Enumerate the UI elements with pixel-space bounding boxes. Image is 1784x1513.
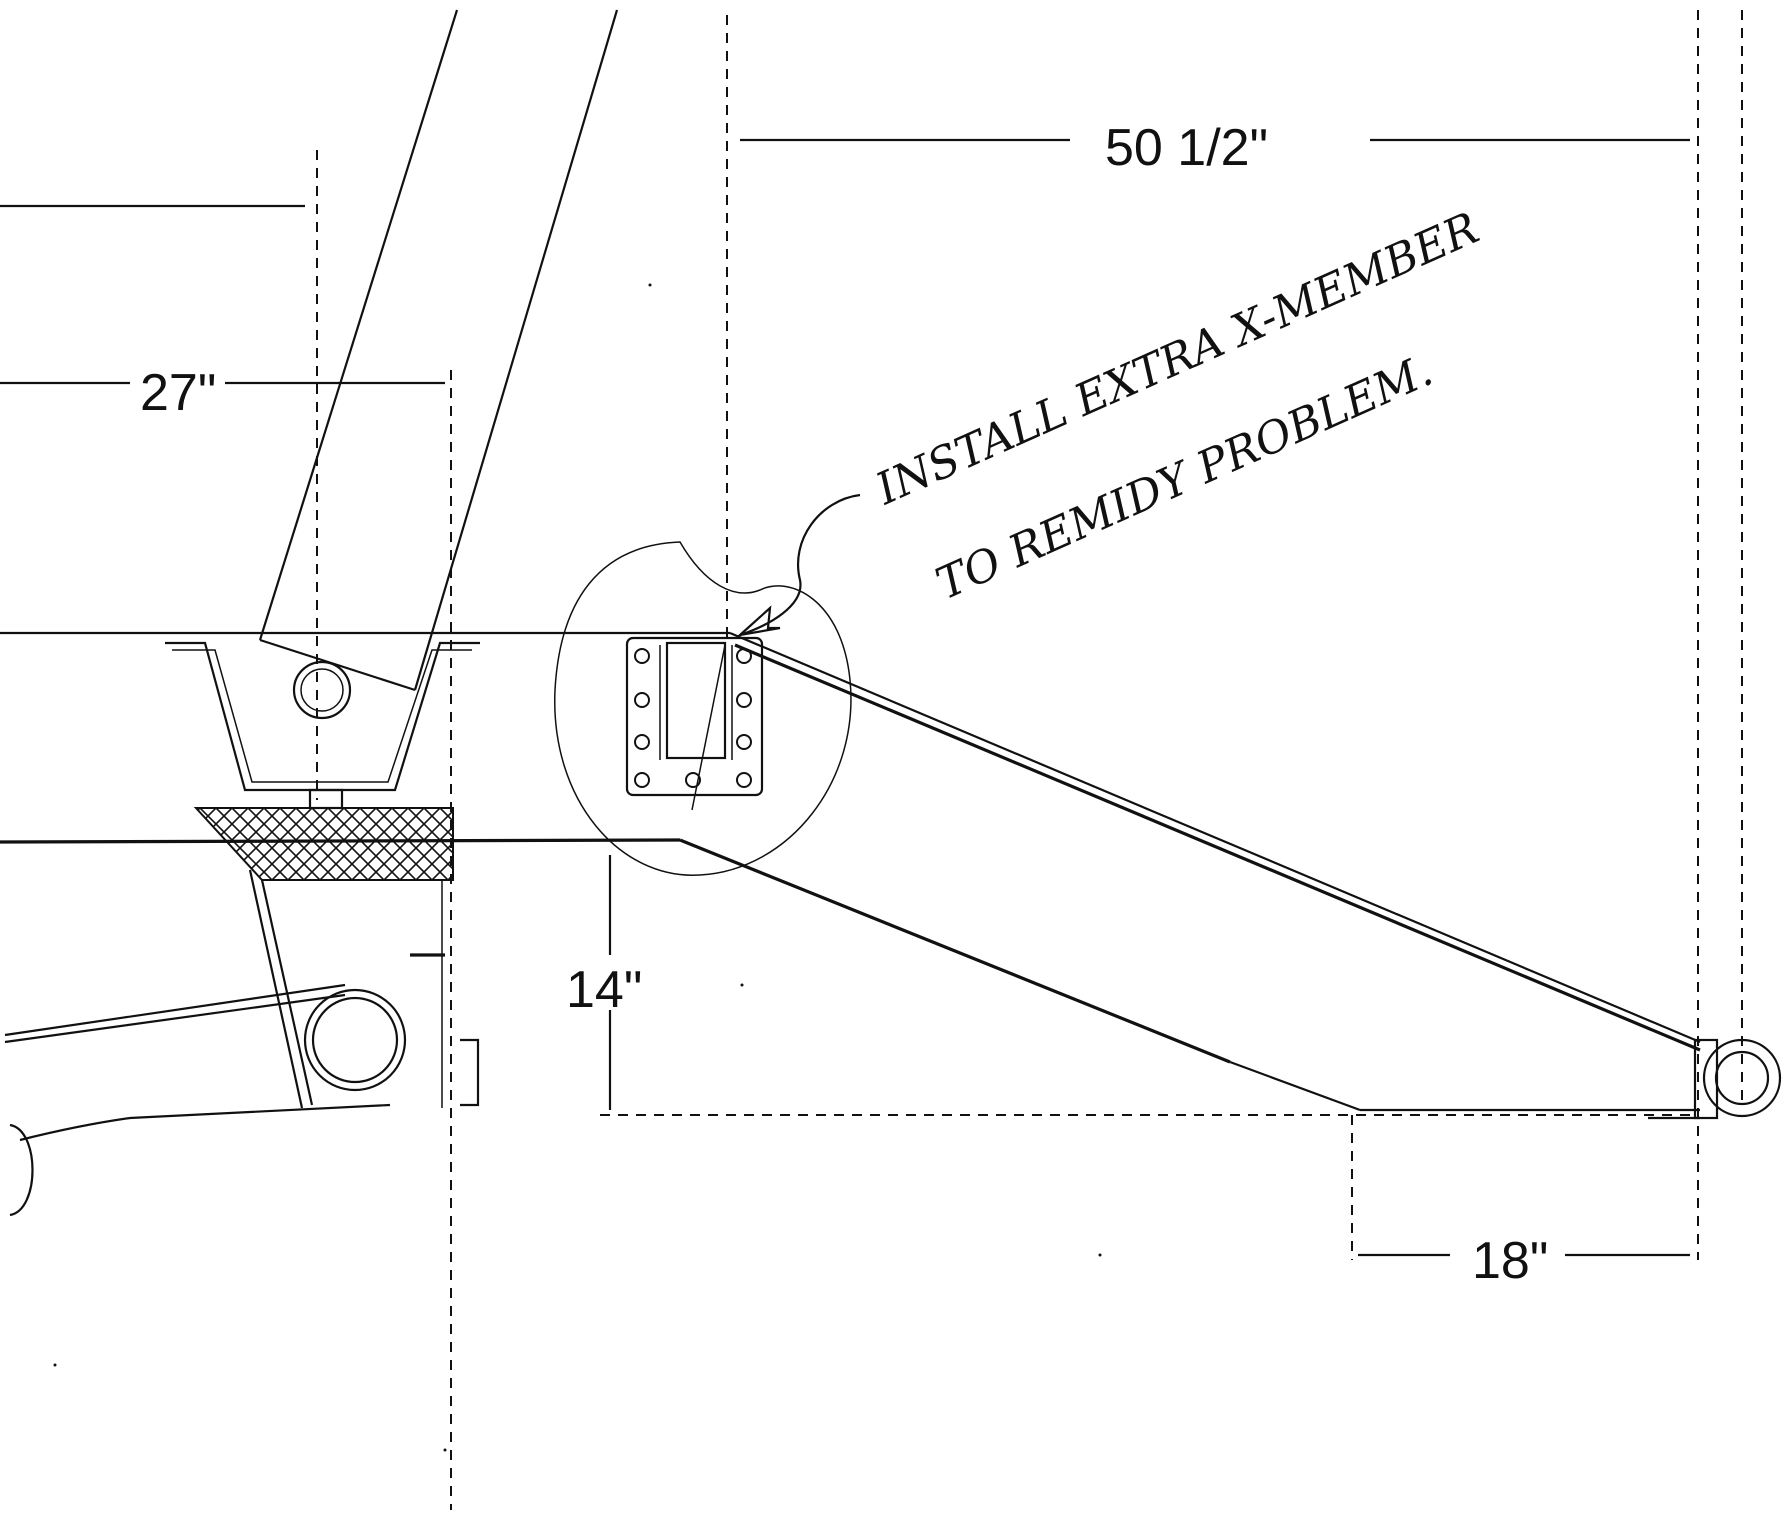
handwritten-note: INSTALL EXTRA X-MEMBER TO REMIDY PROBLEM… xyxy=(868,203,1486,610)
channel-bracket xyxy=(165,641,480,810)
lower-left-assembly xyxy=(4,869,480,1217)
crosshatch-pad xyxy=(193,807,454,881)
dimension-top-span: 50 1/2" xyxy=(1105,119,1268,177)
dimension-left-span: 27" xyxy=(140,364,216,422)
dimension-drop-height: 14" xyxy=(566,961,642,1019)
callout-bubble xyxy=(554,541,852,876)
trailing-arm xyxy=(679,631,1782,1120)
gusset-plate xyxy=(625,636,764,811)
extension-lines xyxy=(316,10,1743,1510)
note-line-2: TO REMIDY PROBLEM. xyxy=(929,345,1440,610)
inclined-strut xyxy=(258,9,619,692)
scan-specks xyxy=(53,283,1102,1452)
leader-arrow xyxy=(736,493,861,637)
dimension-bottom-span: 18" xyxy=(1472,1232,1548,1290)
dimension-lines xyxy=(0,138,1690,1257)
